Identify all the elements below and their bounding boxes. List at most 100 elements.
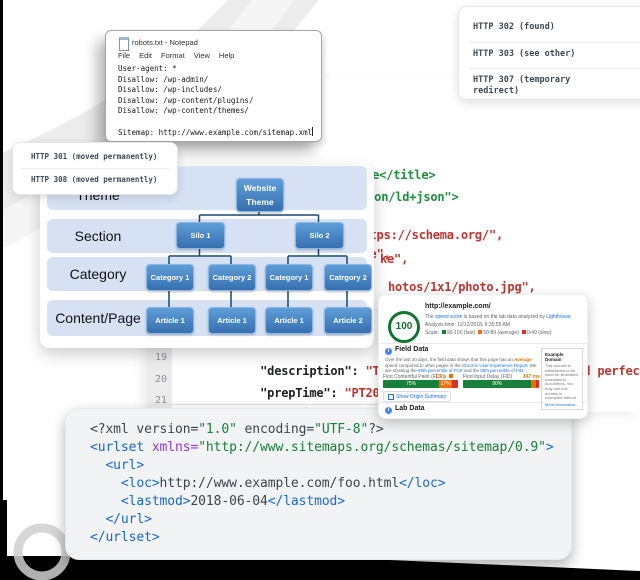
fid-fast-segment: 90% — [463, 380, 532, 388]
xml-token: <url> — [90, 458, 145, 473]
node-article-3: Article 1 — [265, 307, 313, 334]
http-status-302: HTTP 302 (found) — [473, 22, 555, 32]
node-category-2: Category 2 — [208, 264, 256, 291]
scale-label: Scale: — [425, 330, 439, 336]
xml-line-3: <url> — [90, 457, 554, 475]
document-divider — [147, 404, 567, 405]
node-article-2: Article 1 — [208, 307, 256, 334]
pagespeed-card: 100 http://example.com/ The speed score … — [378, 294, 588, 419]
field-data-paragraph: Over the last 30 days, the field data sh… — [385, 357, 537, 373]
node-article-4: Article 2 — [324, 307, 372, 334]
xml-token: > — [545, 440, 554, 455]
xml-token: http://www.example.com/foo.html — [159, 476, 400, 491]
xml-line-1: <?xml version="1.0" encoding="UTF-8"?> — [90, 421, 554, 439]
speed-score-link[interactable]: speed score — [435, 314, 463, 320]
black-backdrop-left-wedge — [0, 500, 7, 580]
menu-edit[interactable]: Edit — [139, 51, 153, 60]
scale-average: 50-89 (average) — [483, 330, 519, 336]
fcp-value: 1.5 s — [435, 374, 454, 380]
silo-structure-diagram: Theme Section Category Content/Page Webs… — [40, 165, 374, 348]
fid-value-text: 147 ms — [523, 374, 540, 380]
text: and the — [462, 368, 481, 373]
average-swatch — [478, 330, 483, 334]
xml-token: </url> — [90, 512, 152, 527]
lighthouse-link[interactable]: Lighthouse — [546, 314, 571, 320]
fid-percentile-link[interactable]: 95th percentile of FID — [480, 368, 524, 373]
http-status-307: HTTP 307 (temporary redirect) — [473, 75, 571, 96]
text: . — [523, 368, 525, 373]
node-silo-2: Silo 2 — [295, 222, 344, 249]
divider — [469, 68, 640, 69]
slow-swatch — [521, 330, 526, 334]
xml-token: <lastmod> — [90, 494, 191, 509]
notepad-window: robots.txt - Notepad File Edit Format Vi… — [105, 30, 322, 142]
window-title: robots.txt - Notepad — [132, 38, 198, 47]
field-data-title: Field Data — [395, 346, 429, 353]
row-label-section: Section — [74, 228, 122, 244]
menu-bar: File Edit Format View Help — [118, 51, 234, 60]
robots-line: Disallow: /wp-content/themes/ — [118, 106, 249, 116]
fcp-label: First Contentful Paint (FCP) — [383, 374, 445, 380]
divider — [379, 402, 587, 403]
xml-token: </loc> — [399, 476, 446, 491]
divider — [379, 343, 587, 344]
menu-view[interactable]: View — [193, 51, 210, 60]
node-category-3: Category 1 — [265, 264, 313, 291]
text: speed compared to other pages in the — [385, 362, 463, 368]
text: . We are showing the — [385, 362, 537, 374]
diagram-connectors — [168, 210, 348, 307]
code-key: "description": — [260, 364, 366, 378]
diagram-band-content — [47, 300, 367, 336]
menu-file[interactable]: File — [118, 51, 131, 60]
code-key: "prepTime": — [260, 386, 345, 400]
button-label: Show Origin Summary — [396, 393, 447, 400]
analyzed-url-link[interactable]: http://example.com/ — [425, 303, 491, 310]
robots-line: Disallow: /wp-content/plugins/ — [118, 95, 254, 105]
xml-token: </urlset> — [90, 530, 160, 545]
example-domain-title: Example Domain — [545, 352, 564, 362]
menu-help[interactable]: Help — [218, 51, 235, 60]
speed-score-circle: 100 — [388, 311, 420, 343]
more-information-link[interactable]: More information... — [545, 402, 579, 407]
fcp-percentile-link[interactable]: 90th percentile of FCP — [418, 368, 463, 373]
notepad-icon — [119, 37, 129, 51]
crux-report-link[interactable]: Chrome User Experience Report — [462, 362, 528, 368]
black-backdrop-bottom — [0, 556, 640, 580]
xml-token: xmlns= — [144, 440, 199, 455]
text: . — [570, 314, 573, 320]
line-number: 19 — [154, 352, 167, 363]
notepad-text-area[interactable]: User-agent: * Disallow: /wp-admin/ Disal… — [118, 64, 314, 138]
divider — [469, 42, 640, 43]
show-origin-summary-button[interactable]: Show Origin Summary — [383, 391, 452, 402]
menu-format[interactable]: Format — [161, 51, 185, 60]
robots-line — [118, 117, 314, 128]
robots-line: User-agent: * — [118, 64, 177, 73]
score-subtitle: The speed score is based on the lab data… — [425, 314, 572, 320]
fcp-value-text: 1.5 s — [435, 374, 447, 380]
http-redirect-card-left: HTTP 301 (moved permanently) HTTP 308 (m… — [12, 142, 178, 195]
fcp-fast-segment: 75% — [383, 380, 440, 388]
fast-swatch — [441, 330, 446, 334]
example-domain-preview: Example Domain This domain is establishe… — [541, 348, 583, 410]
node-silo-1: Silo 1 — [176, 222, 225, 249]
text: The — [425, 314, 436, 320]
xml-line-5: <lastmod>2018-06-04</lastmod> — [90, 493, 554, 511]
robots-line: Disallow: /wp-includes/ — [118, 85, 222, 95]
xml-token: "http://www.sitemaps.org/schemas/sitemap… — [198, 440, 546, 455]
http-redirect-card-top: HTTP 302 (found) HTTP 303 (see other) HT… — [458, 6, 640, 100]
field-data-icon: i — [385, 348, 392, 355]
xml-sitemap-code: <?xml version="1.0" encoding="UTF-8"?> <… — [90, 421, 554, 547]
line-number: 20 — [154, 374, 167, 385]
node-website-theme: Website Theme — [236, 178, 284, 212]
text: is based on the lab data analyzed by — [462, 314, 547, 320]
node-article-1: Article 1 — [146, 307, 194, 334]
fid-distribution-bar: 90% — [463, 380, 539, 388]
text: Over the last 30 days, the field data sh… — [385, 357, 515, 362]
robots-line: Sitemap: http://www.example.com/sitemap.… — [118, 127, 313, 137]
http-status-303: HTTP 303 (see other) — [473, 49, 576, 59]
xml-token: <loc> — [90, 476, 160, 491]
xml-line-4: <loc>http://www.example.com/foo.html</lo… — [90, 475, 554, 493]
